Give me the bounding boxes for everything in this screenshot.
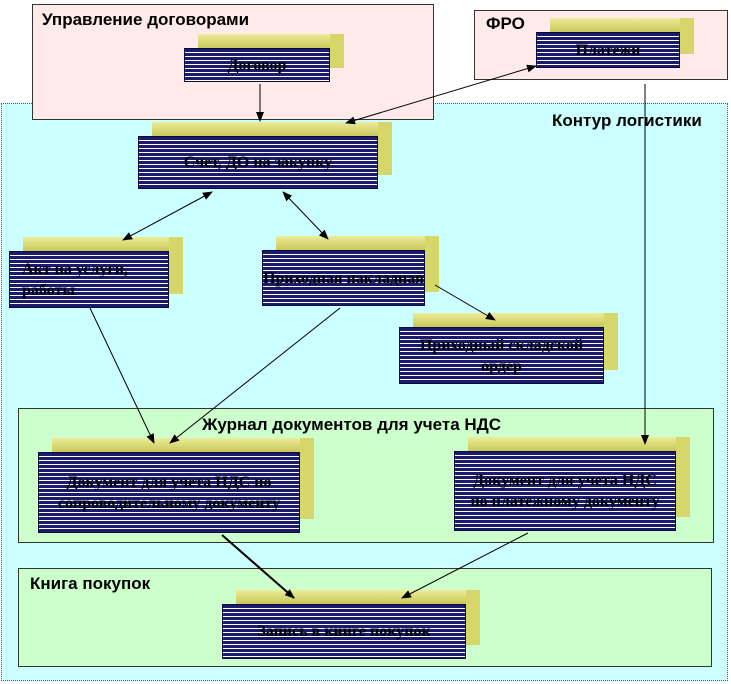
arrow-invoice-act	[122, 191, 213, 241]
arrow-invoice-waybill	[282, 191, 329, 240]
arrow-waybill-warehouse	[434, 284, 496, 321]
box-waybill: Приходная накладная	[262, 236, 439, 306]
region-title-fro: ФРО	[486, 14, 525, 33]
box-warehouse-order: Приходный складской ордер	[399, 313, 618, 384]
box-vat-accompanying: Документ для учета НДС по сопроводительн…	[38, 438, 314, 533]
box-vat-payment: Документ для учета НДС по платежному док…	[454, 437, 690, 531]
arrow-waybill-vatdoc	[169, 307, 341, 444]
arrow-invoice-payments	[345, 64, 537, 125]
box-contract: Договор	[184, 34, 344, 82]
arrow-vatpay-book	[401, 532, 529, 599]
arrow-vatdoc-book	[221, 534, 295, 599]
arrow-act-vatdoc	[89, 307, 155, 444]
region-title-book: Книга покупок	[30, 574, 151, 593]
box-invoice: Счет, ДО на закупку	[138, 122, 392, 189]
box-payments: Платежи	[536, 18, 694, 68]
region-title-management: Управление договорами	[42, 10, 250, 29]
box-act: Акт на услуги, работы	[9, 237, 183, 308]
region-title-contour: Контур логистики	[552, 111, 702, 130]
box-book-entry: Запись в книге покупок	[222, 590, 480, 659]
region-title-journal: Журнал документов для учета НДС	[202, 415, 502, 434]
